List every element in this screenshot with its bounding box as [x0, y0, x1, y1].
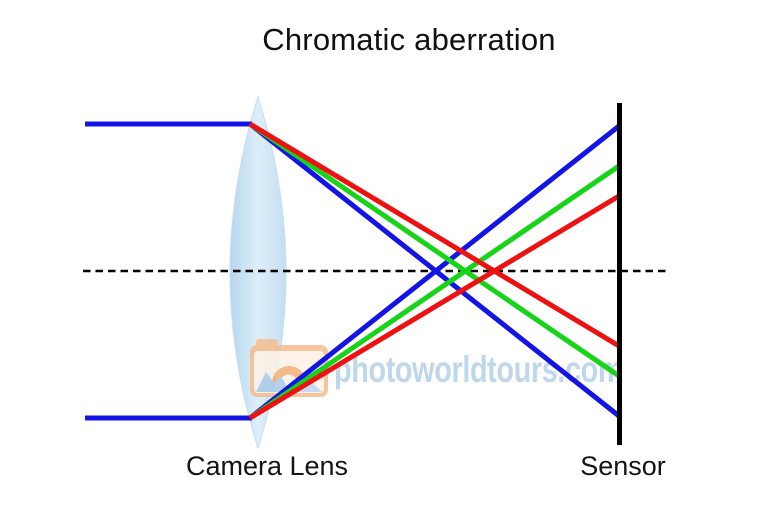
page-title: Chromatic aberration [262, 22, 556, 57]
refracted-ray-green [248, 163, 621, 421]
refracted-ray-green [248, 121, 621, 379]
refracted-ray-blue [248, 124, 621, 420]
refracted-ray-red [248, 193, 621, 421]
camera-lens-label: Camera Lens [185, 451, 349, 481]
sensor-label: Sensor [580, 451, 666, 481]
refracted-ray-red [248, 121, 621, 349]
